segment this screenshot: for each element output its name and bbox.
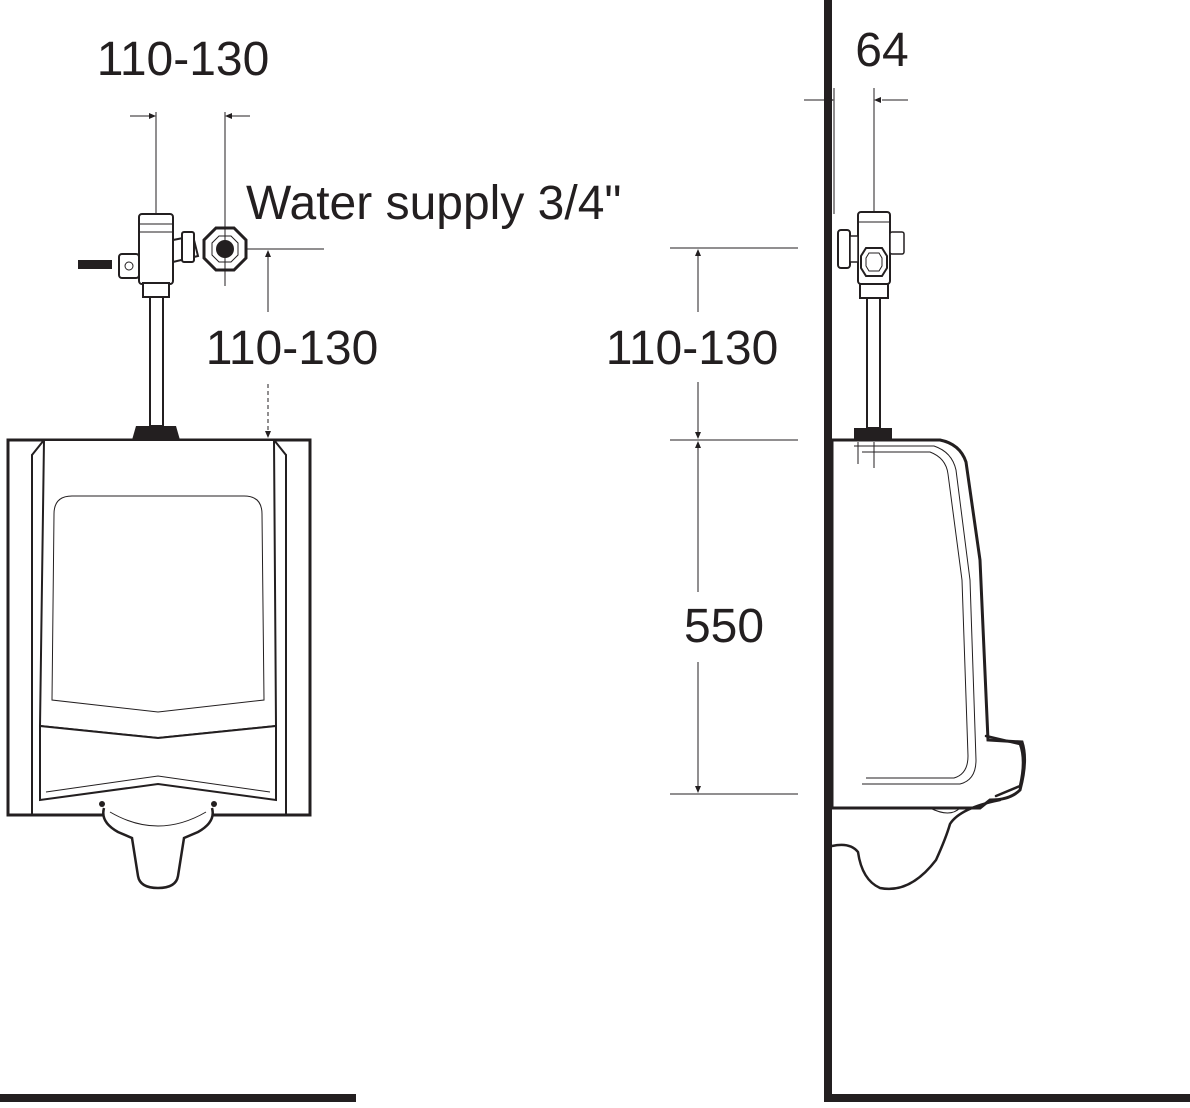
front-flush-pipe	[149, 295, 164, 427]
front-valve-spacing-dimension: 110-130	[97, 33, 270, 286]
side-flush-valve	[837, 211, 905, 299]
front-valve-height-label: 110-130	[206, 322, 379, 375]
side-valve-height-dimension: 110-130	[606, 247, 798, 441]
side-view: 64 110-130 550	[606, 0, 1190, 1102]
front-spud-collar	[132, 426, 180, 440]
side-urinal-height-dimension: 550	[670, 441, 798, 795]
side-flush-pipe	[866, 297, 881, 429]
front-urinal-body	[6, 438, 312, 890]
front-flush-valve	[78, 213, 248, 298]
side-urinal-height-label: 550	[684, 600, 764, 653]
side-wall-offset-label: 64	[855, 24, 908, 77]
side-wall-offset-dimension: 64	[804, 24, 909, 214]
water-supply-label: Water supply 3/4"	[246, 177, 621, 230]
side-valve-height-label: 110-130	[606, 322, 779, 375]
front-valve-spacing-label: 110-130	[97, 33, 270, 86]
side-spud-collar	[854, 428, 892, 440]
side-urinal-body	[830, 438, 1027, 891]
front-view: 110-130 Water supply 3/4" 110-130	[0, 33, 621, 1102]
front-valve-height-dimension: 110-130	[206, 248, 379, 438]
